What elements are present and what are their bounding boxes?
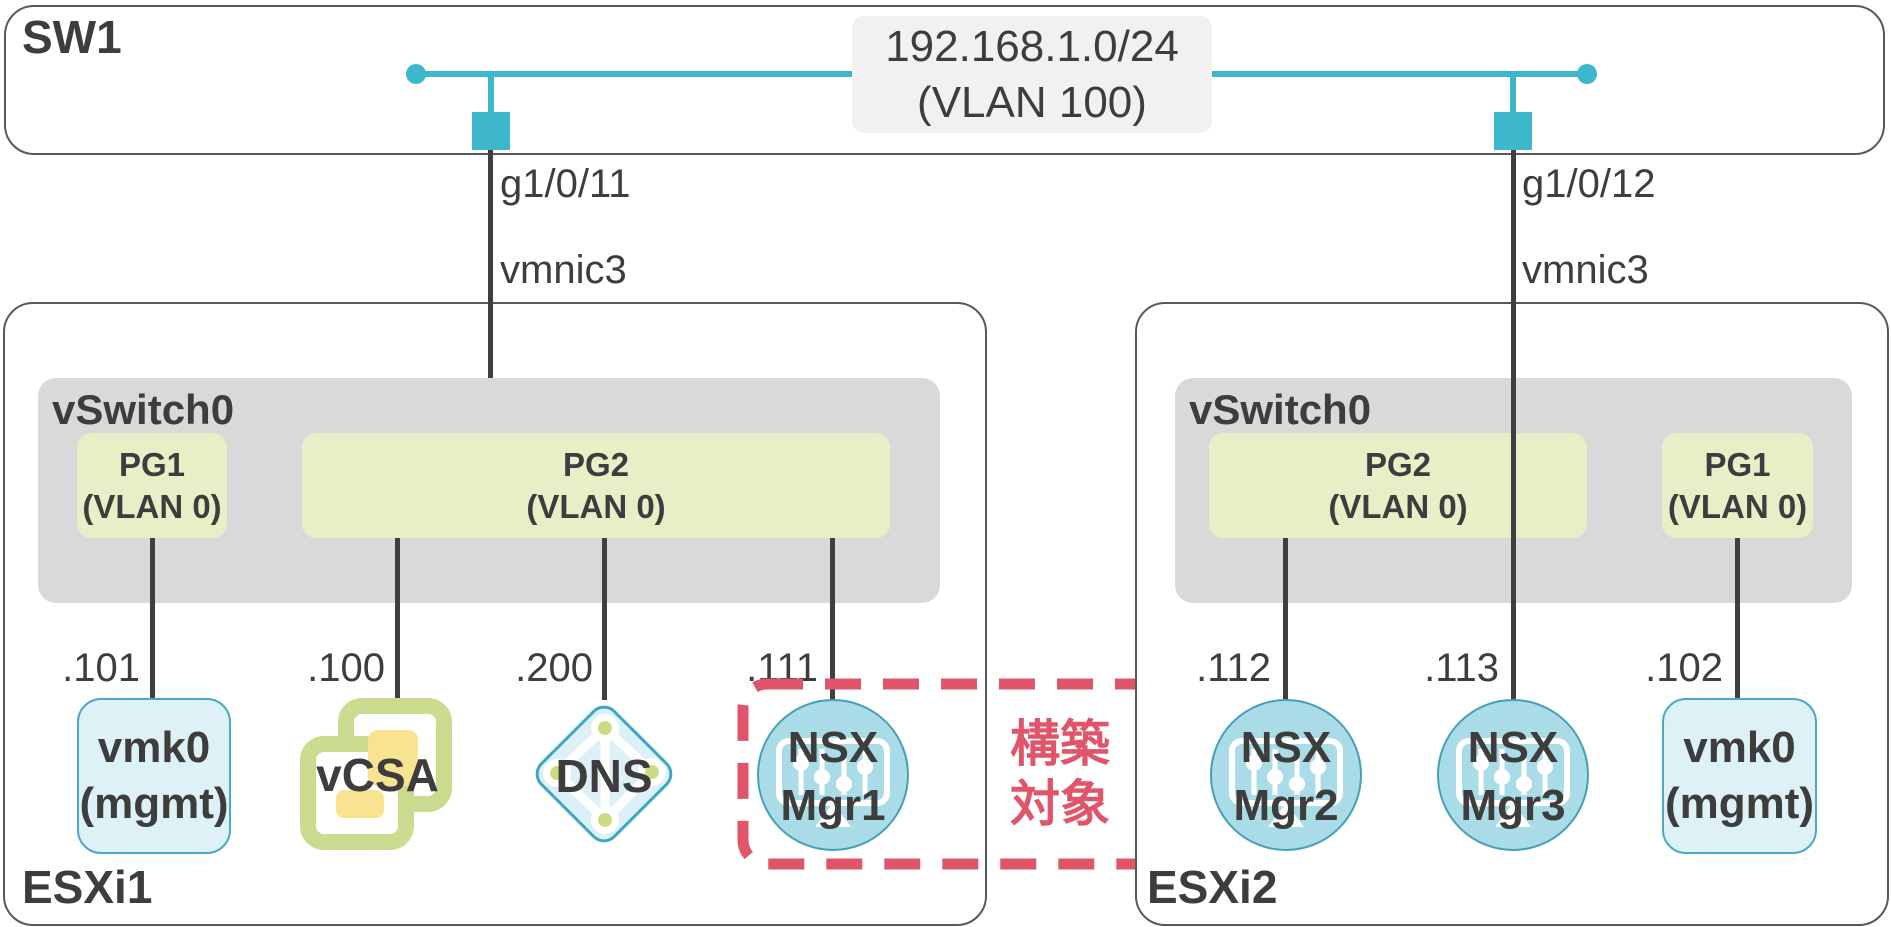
subnet-label-box: 192.168.1.0/24 (VLAN 100) bbox=[852, 16, 1212, 133]
ip-label-vmk0-esxi2: .102 bbox=[1645, 646, 1723, 690]
nsx-appliance-icon bbox=[776, 738, 890, 827]
nsx-mgr3-line1: NSX bbox=[1467, 723, 1559, 772]
nsx-mgr3-label: NSX Mgr3 bbox=[1437, 719, 1589, 835]
esxi1-vswitch-label: vSwitch0 bbox=[52, 386, 235, 433]
switch-port-right-icon bbox=[1494, 112, 1532, 150]
esxi1-label: ESXi1 bbox=[22, 861, 153, 913]
esxi1-wire-vmk0 bbox=[150, 538, 155, 700]
nsx-appliance-icon bbox=[1229, 738, 1343, 827]
esxi2-pg2-name: PG2 bbox=[1364, 445, 1432, 483]
nsx-mgr2-line1: NSX bbox=[1240, 723, 1332, 772]
esxi2-vmk0-line2: (mgmt) bbox=[1664, 779, 1815, 828]
nsx-mgr2-line2: Mgr2 bbox=[1233, 781, 1339, 830]
deployment-target-label: 構築 対象 bbox=[998, 714, 1122, 834]
switch-port-left-icon bbox=[472, 112, 510, 150]
nsx-mgr2-label: NSX Mgr2 bbox=[1210, 719, 1362, 835]
nsx-mgr1-label: NSX Mgr1 bbox=[757, 719, 909, 835]
port-name-right: g1/0/12 bbox=[1522, 162, 1656, 206]
nsx-mgr1-node: NSX Mgr1 bbox=[757, 699, 909, 851]
vcsa-yellow-chip-bottom bbox=[336, 790, 384, 818]
esxi1-uplink-wire bbox=[488, 150, 493, 378]
vcsa-yellow-chip-top bbox=[368, 730, 418, 786]
sw1-label: SW1 bbox=[22, 11, 122, 63]
nsx-appliance-icon bbox=[1456, 738, 1570, 827]
dns-label: DNS bbox=[555, 750, 653, 802]
esxi1-wire-vcsa bbox=[395, 538, 400, 700]
esxi1-vmk0-node: vmk0 (mgmt) bbox=[77, 698, 231, 854]
vmnic-label-right: vmnic3 bbox=[1522, 248, 1649, 292]
esxi2-pg2-vlan: (VLAN 0) bbox=[1328, 487, 1468, 525]
dns-node: DNS bbox=[529, 699, 679, 849]
esxi2-uplink-wire bbox=[1511, 150, 1516, 700]
esxi1-pg2-box: PG2 (VLAN 0) bbox=[302, 433, 890, 538]
ip-label-nsx2: .112 bbox=[1196, 646, 1271, 690]
nsx-mgr2-node: NSX Mgr2 bbox=[1210, 699, 1362, 851]
esxi1-pg2-name: PG2 bbox=[562, 445, 630, 483]
vcsa-label: vCSA bbox=[316, 749, 439, 801]
esxi2-pg1-name: PG1 bbox=[1704, 445, 1771, 483]
esxi2-pg1-box: PG1 (VLAN 0) bbox=[1662, 433, 1813, 538]
ip-label-dns: .200 bbox=[515, 646, 593, 690]
ip-label-vmk0-esxi1: .101 bbox=[62, 646, 140, 690]
ip-label-nsx3: .113 bbox=[1424, 646, 1499, 690]
esxi2-wire-vmk0 bbox=[1735, 538, 1740, 700]
nsx-mgr3-line2: Mgr3 bbox=[1460, 781, 1566, 830]
esxi2-vmk0-node: vmk0 (mgmt) bbox=[1662, 698, 1817, 854]
deployment-target-line2: 対象 bbox=[1010, 776, 1110, 832]
esxi2-label: ESXi2 bbox=[1147, 861, 1278, 913]
deployment-target-line1: 構築 bbox=[1010, 716, 1110, 772]
esxi1-wire-nsx1 bbox=[830, 538, 835, 700]
vcsa-node: vCSA bbox=[300, 698, 455, 850]
esxi2-pg1-vlan: (VLAN 0) bbox=[1667, 487, 1808, 525]
ip-label-vcsa: .100 bbox=[307, 646, 385, 690]
esxi1-pg2-vlan: (VLAN 0) bbox=[526, 487, 666, 525]
esxi2-vswitch-label: vSwitch0 bbox=[1189, 386, 1372, 433]
esxi1-wire-dns bbox=[602, 538, 607, 700]
esxi1-pg1-vlan: (VLAN 0) bbox=[82, 487, 222, 525]
bus-endpoint-right-dot bbox=[1577, 64, 1597, 84]
nsx-mgr1-line1: NSX bbox=[787, 723, 879, 772]
nsx-mgr1-line2: Mgr1 bbox=[780, 781, 886, 830]
nsx-mgr3-node: NSX Mgr3 bbox=[1437, 699, 1589, 851]
port-stem-right bbox=[1510, 74, 1516, 114]
subnet-vlan: (VLAN 100) bbox=[917, 77, 1147, 127]
subnet-address: 192.168.1.0/24 bbox=[885, 21, 1179, 71]
vmnic-label-left: vmnic3 bbox=[500, 248, 627, 292]
port-stem-left bbox=[488, 74, 494, 114]
port-name-left: g1/0/11 bbox=[500, 162, 631, 206]
dns-network-nodes-icon bbox=[543, 714, 666, 834]
esxi1-pg1-box: PG1 (VLAN 0) bbox=[77, 433, 227, 538]
esxi2-vmk0-line1: vmk0 bbox=[1683, 723, 1796, 772]
esxi2-pg2-box: PG2 (VLAN 0) bbox=[1209, 433, 1587, 538]
esxi1-vmk0-line2: (mgmt) bbox=[79, 779, 229, 828]
esxi1-pg1-name: PG1 bbox=[118, 445, 186, 483]
esxi2-wire-nsx2 bbox=[1283, 538, 1288, 700]
bus-endpoint-left-dot bbox=[406, 64, 426, 84]
esxi1-vmk0-line1: vmk0 bbox=[97, 723, 211, 772]
